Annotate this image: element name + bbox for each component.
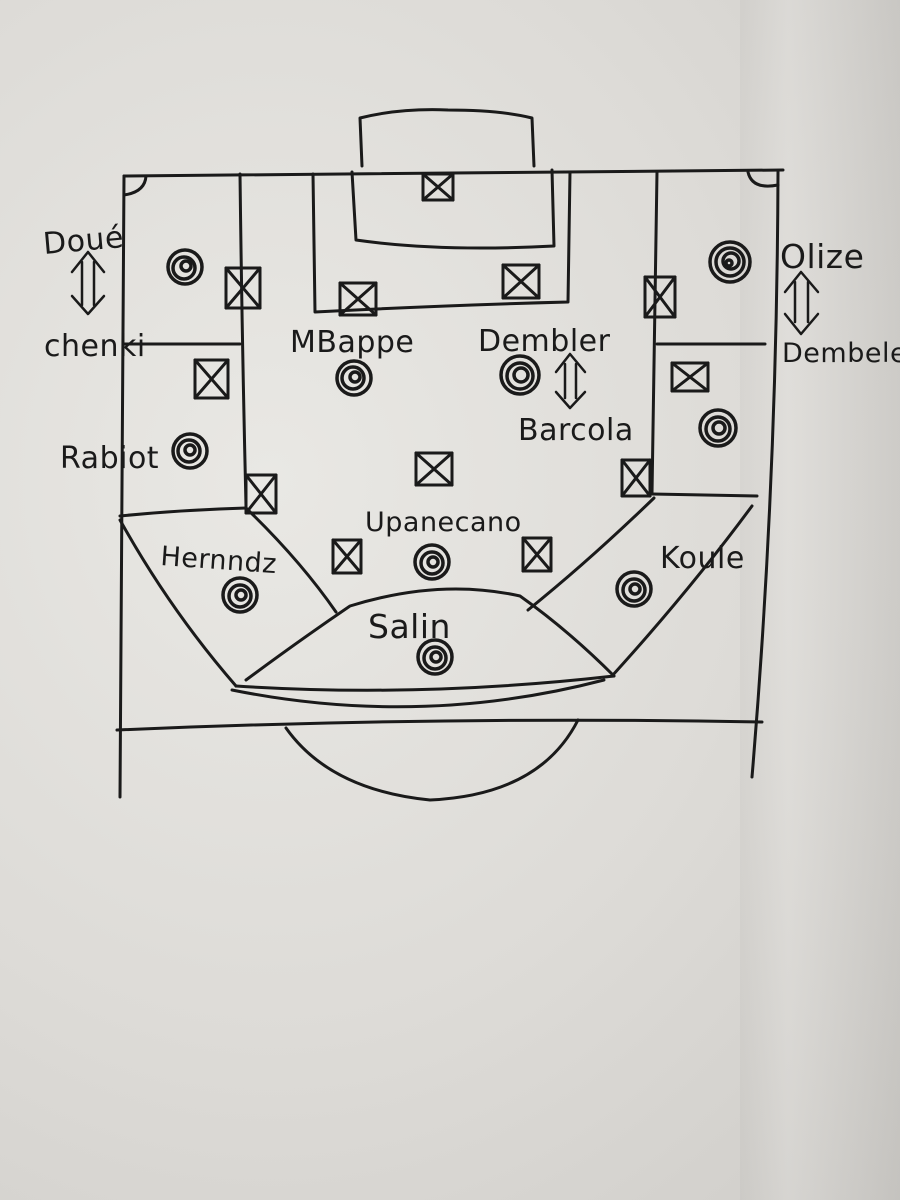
label-saliba: Salin <box>368 607 451 646</box>
player-marker <box>171 432 209 470</box>
player-markers <box>166 240 752 676</box>
cone-marker <box>224 266 262 310</box>
defensive-shape <box>118 496 754 802</box>
corner-arc-left <box>122 174 148 197</box>
label-doue: Doué <box>42 220 126 262</box>
penalty-area <box>311 170 572 314</box>
player-marker <box>416 638 454 676</box>
swap-arrow-right <box>783 270 820 336</box>
cone-marker <box>670 361 710 393</box>
cone-marker <box>414 451 454 487</box>
player-marker <box>166 248 204 286</box>
label-rabiot: Rabiot <box>60 441 159 476</box>
cone-marker <box>193 358 230 400</box>
paper-fold-shadow <box>740 0 900 1200</box>
cone-marker <box>421 172 455 202</box>
label-barcola: Barcola <box>518 413 634 448</box>
player-marker <box>698 408 738 448</box>
player-marker <box>413 543 451 581</box>
cone-marker <box>331 538 363 575</box>
goal <box>358 108 536 168</box>
cone-markers <box>193 172 710 575</box>
corner-arc-right <box>746 170 780 188</box>
label-dembele-right: Dembele <box>782 338 900 369</box>
player-marker <box>708 240 752 284</box>
cone-marker <box>643 275 677 319</box>
cone-marker <box>338 281 378 317</box>
label-kounde: Koule <box>660 541 745 576</box>
cone-marker <box>244 473 278 515</box>
swap-arrow-left <box>70 250 106 316</box>
label-camavinga: Upanecano <box>365 507 522 538</box>
label-mbappe: MBappe <box>290 325 414 360</box>
label-dembele-top: Dembler <box>478 324 611 359</box>
swap-arrow-center <box>554 352 587 410</box>
player-marker <box>499 354 541 396</box>
player-marker <box>221 576 259 614</box>
six-yard-box <box>350 168 556 250</box>
cone-marker <box>620 458 652 498</box>
cone-marker <box>501 263 541 300</box>
cone-marker <box>521 536 553 573</box>
label-olise: Olize <box>780 237 864 276</box>
label-hernandez: Hernndz <box>160 541 278 580</box>
label-chenki: chenki <box>44 329 146 364</box>
player-marker <box>615 570 653 608</box>
zone-lines <box>118 170 767 518</box>
player-marker <box>335 359 373 397</box>
